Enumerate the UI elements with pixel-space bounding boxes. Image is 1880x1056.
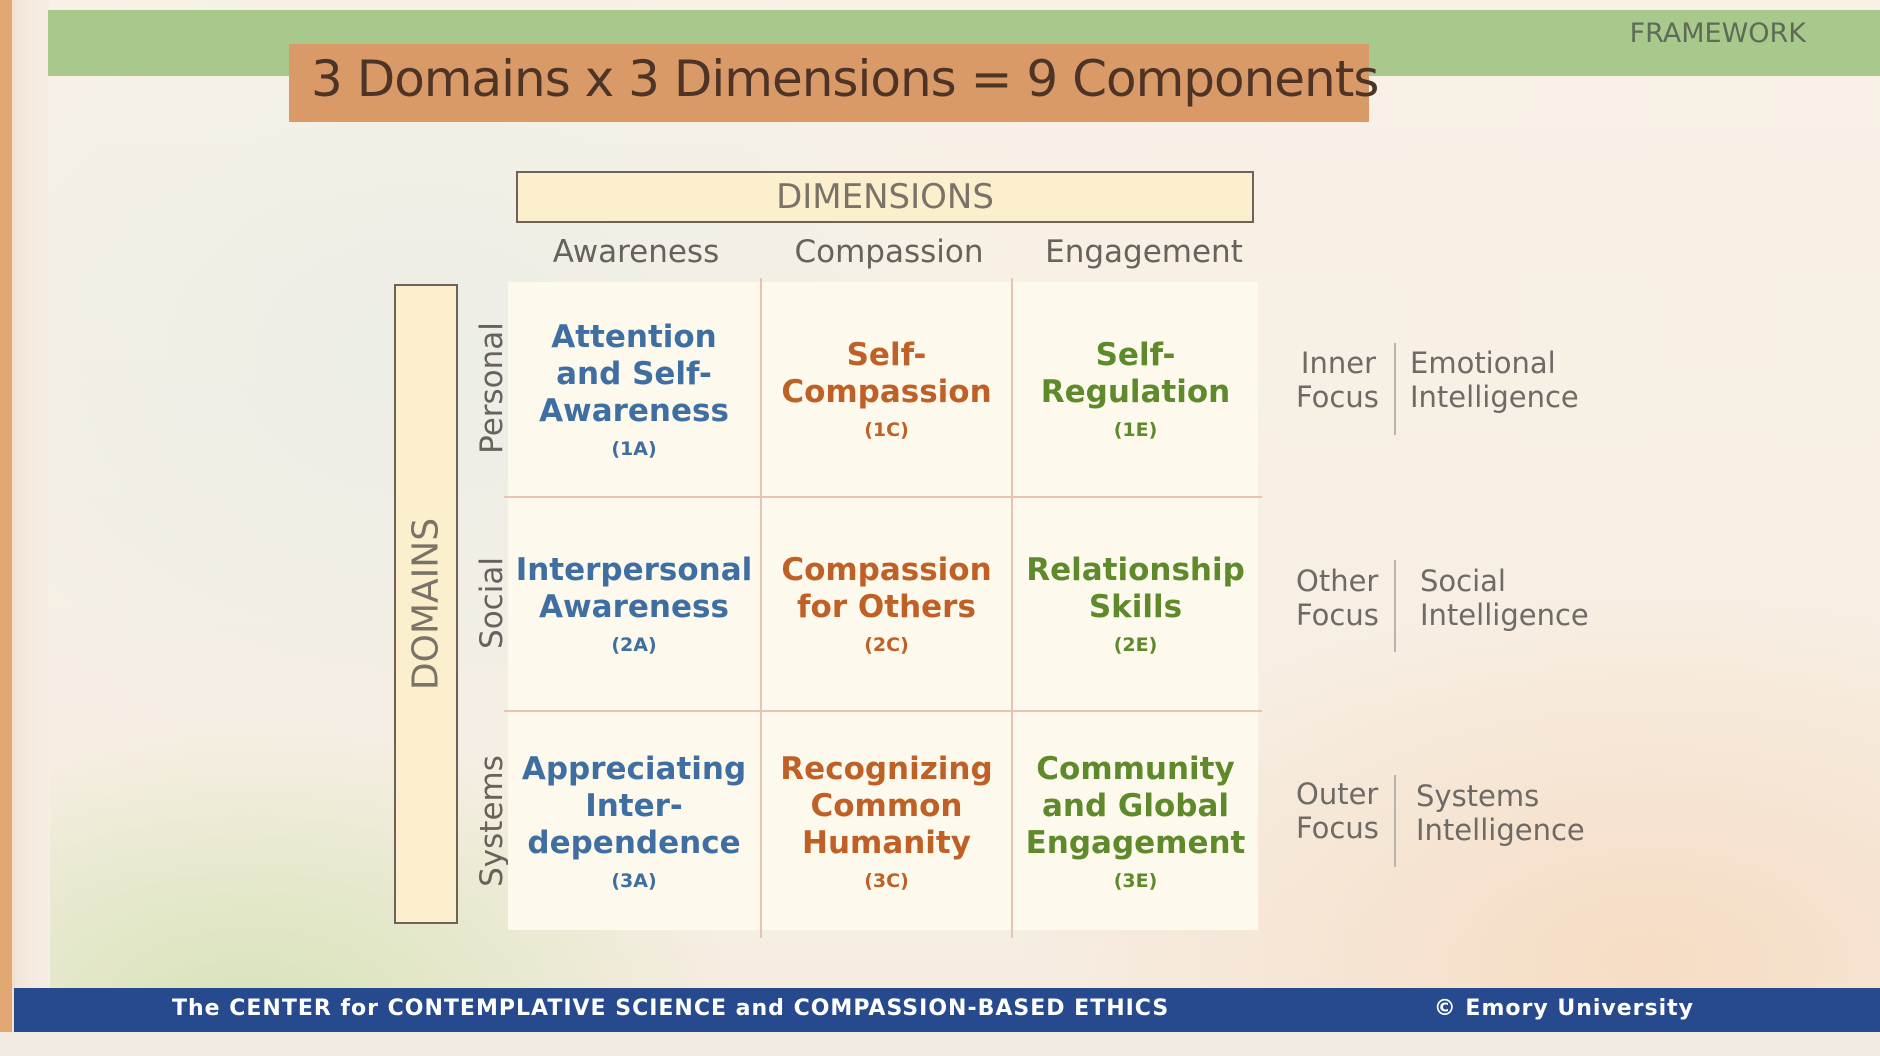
component-code: (3C) xyxy=(864,869,909,892)
component-3e: Community and Global Engagement (3E) xyxy=(1013,712,1258,930)
component-code: (1C) xyxy=(864,419,909,441)
focus-other: Other Focus xyxy=(1296,564,1379,632)
component-3c: Recognizing Common Humanity (3C) xyxy=(762,712,1011,930)
section-label: FRAMEWORK xyxy=(1629,18,1806,49)
grid-divider xyxy=(504,496,1262,498)
component-code: (1E) xyxy=(1113,419,1158,441)
left-accent-rule-light xyxy=(12,0,16,1056)
component-name: Self- Compassion xyxy=(781,337,992,410)
component-name: Self- Regulation xyxy=(1040,337,1231,410)
component-3a: Appreciating Inter- dependence (3A) xyxy=(508,712,760,930)
component-code: (3A) xyxy=(611,869,657,892)
component-name: Interpersonal Awareness xyxy=(515,552,753,625)
component-1e: Self- Regulation (1E) xyxy=(1013,282,1258,496)
domain-systems-label: Systems xyxy=(474,755,510,887)
footer-organization: The CENTER for CONTEMPLATIVE SCIENCE and… xyxy=(172,996,1170,1021)
focus-inner: Inner Focus xyxy=(1296,346,1379,414)
domain-personal-label: Personal xyxy=(474,322,510,454)
component-name: Relationship Skills xyxy=(1026,552,1245,625)
slide-title: 3 Domains x 3 Dimensions = 9 Components xyxy=(311,50,1379,108)
domains-header: DOMAINS xyxy=(394,284,458,924)
dimension-engagement: Engagement xyxy=(1045,234,1243,270)
component-code: (1A) xyxy=(611,437,657,460)
component-2e: Relationship Skills (2E) xyxy=(1013,498,1258,710)
domain-social: Social xyxy=(472,496,512,710)
component-1c: Self- Compassion (1C) xyxy=(762,282,1011,496)
component-code: (2E) xyxy=(1113,634,1158,656)
component-1a: Attention and Self- Awareness (1A) xyxy=(508,282,760,496)
left-margin xyxy=(16,0,50,1056)
component-name: Appreciating Inter- dependence xyxy=(521,750,747,861)
focus-outer: Outer Focus xyxy=(1296,777,1379,845)
footer-bar: The CENTER for CONTEMPLATIVE SCIENCE and… xyxy=(14,988,1880,1032)
side-divider xyxy=(1394,775,1396,867)
component-2a: Interpersonal Awareness (2A) xyxy=(508,498,760,710)
domain-social-label: Social xyxy=(474,557,510,649)
title-box: 3 Domains x 3 Dimensions = 9 Components xyxy=(289,44,1379,122)
component-name: Community and Global Engagement xyxy=(1025,750,1246,861)
dimension-awareness: Awareness xyxy=(552,234,720,270)
grid-divider xyxy=(1011,278,1013,938)
intelligence-social: Social Intelligence xyxy=(1420,564,1589,632)
domain-personal: Personal xyxy=(472,282,512,494)
grid-divider xyxy=(760,278,762,938)
left-accent-rule xyxy=(0,0,12,1056)
bottom-strip xyxy=(0,1032,1880,1056)
dimensions-header: DIMENSIONS xyxy=(516,171,1254,223)
components-grid: Attention and Self- Awareness (1A) Self-… xyxy=(504,278,1262,938)
domain-systems: Systems xyxy=(472,712,512,930)
intelligence-emotional: Emotional Intelligence xyxy=(1410,346,1579,414)
domains-label: DOMAINS xyxy=(405,517,447,691)
component-name: Attention and Self- Awareness xyxy=(539,318,729,429)
side-divider xyxy=(1394,560,1396,652)
dimension-compassion: Compassion xyxy=(794,234,984,270)
component-code: (2C) xyxy=(864,634,909,656)
intelligence-systems: Systems Intelligence xyxy=(1416,779,1585,847)
component-code: (3E) xyxy=(1113,869,1158,892)
component-name: Compassion for Others xyxy=(781,552,992,625)
side-divider xyxy=(1394,343,1396,435)
component-code: (2A) xyxy=(611,634,657,656)
component-name: Recognizing Common Humanity xyxy=(780,750,993,861)
footer-copyright: © Emory University xyxy=(1433,996,1694,1021)
grid-divider xyxy=(504,710,1262,712)
component-2c: Compassion for Others (2C) xyxy=(762,498,1011,710)
